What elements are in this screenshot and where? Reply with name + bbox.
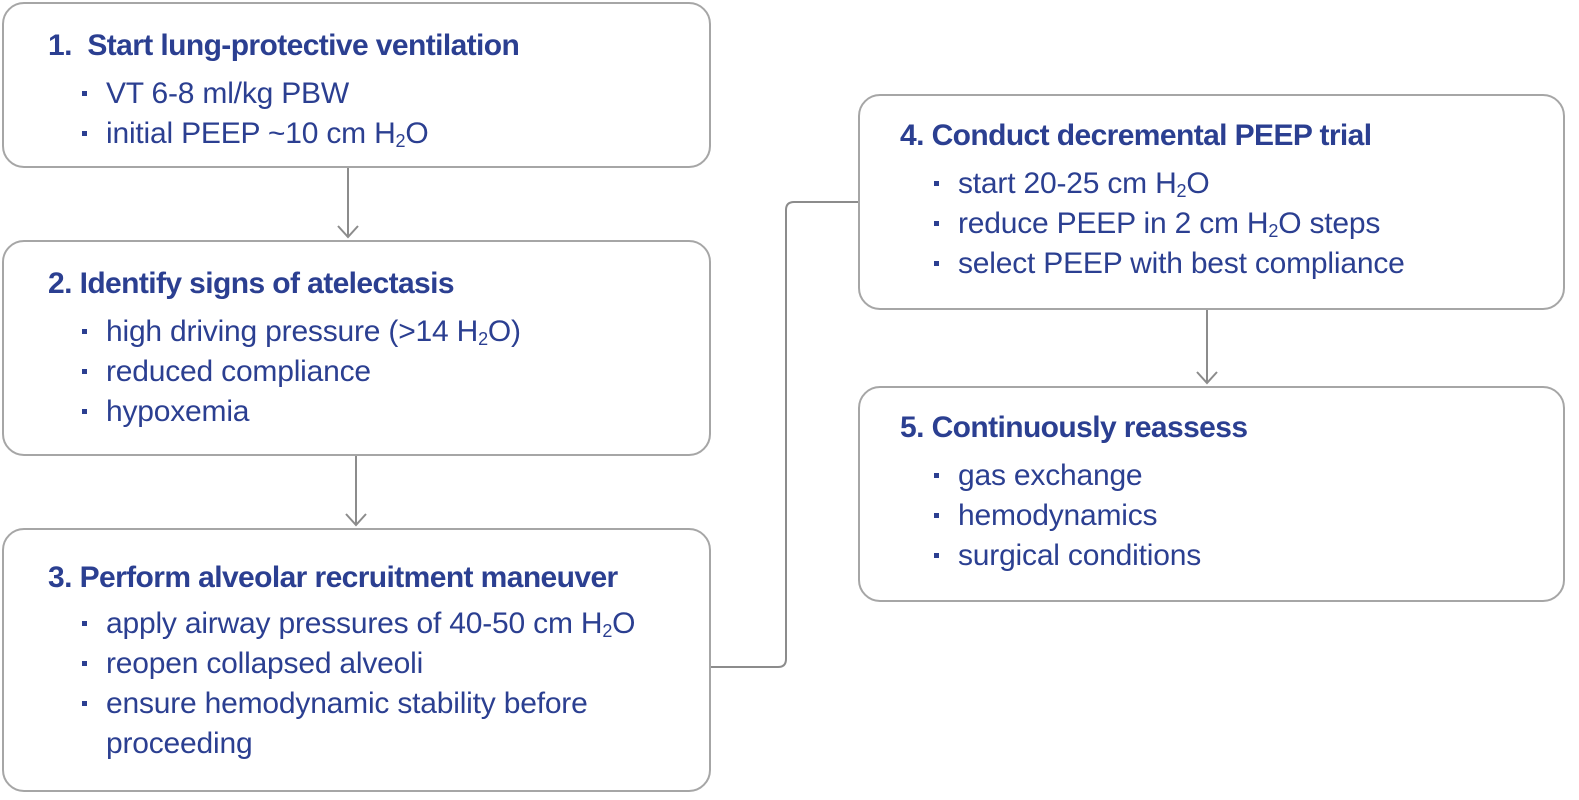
step-4-title: 4. Conduct decremental PEEP trial: [900, 119, 1372, 152]
list-item: select PEEP with best compliance: [900, 244, 1563, 284]
bullet-icon: [82, 701, 87, 706]
bullet-icon: [934, 181, 939, 186]
bullet-icon: [82, 409, 87, 414]
step-2-bullets: high driving pressure (>14 H2O) reduced …: [48, 312, 709, 432]
step-5-box: 5. Continuously reassess gas exchange he…: [858, 386, 1565, 602]
step-3-box: 3. Perform alveolar recruitment maneuver…: [2, 528, 711, 792]
bullet-icon: [934, 261, 939, 266]
list-item: reopen collapsed alveoli: [48, 644, 709, 684]
bullet-icon: [934, 473, 939, 478]
bullet-icon: [82, 131, 87, 136]
list-item: initial PEEP ~10 cm H2O: [48, 114, 709, 154]
list-item: surgical conditions: [900, 536, 1563, 576]
list-item: hemodynamics: [900, 496, 1563, 536]
bullet-icon: [82, 329, 87, 334]
list-item: hypoxemia: [48, 392, 709, 432]
arrowhead-4-to-5: [1196, 371, 1218, 385]
step-4-box: 4. Conduct decremental PEEP trial start …: [858, 94, 1565, 310]
step-2-box: 2. Identify signs of atelectasis high dr…: [2, 240, 711, 456]
list-item: high driving pressure (>14 H2O): [48, 312, 709, 352]
arrowhead-2-to-3: [345, 513, 367, 527]
step-3-bullets: apply airway pressures of 40-50 cm H2O r…: [48, 604, 709, 764]
bullet-icon: [934, 553, 939, 558]
bullet-icon: [934, 221, 939, 226]
bullet-icon: [82, 369, 87, 374]
bullet-icon: [934, 513, 939, 518]
list-item: ensure hemodynamic stability before proc…: [48, 684, 709, 764]
arrowhead-1-to-2: [337, 225, 359, 239]
bullet-icon: [82, 621, 87, 626]
step-1-box: 1. Start lung-protective ventilation VT …: [2, 2, 711, 168]
list-item: reduced compliance: [48, 352, 709, 392]
list-item: start 20-25 cm H2O: [900, 164, 1563, 204]
step-1-title: 1. Start lung-protective ventilation: [48, 29, 520, 62]
step-5-bullets: gas exchange hemodynamics surgical condi…: [900, 456, 1563, 576]
step-1-bullets: VT 6-8 ml/kg PBW initial PEEP ~10 cm H2O: [48, 74, 709, 154]
list-item: apply airway pressures of 40-50 cm H2O: [48, 604, 709, 644]
step-4-bullets: start 20-25 cm H2O reduce PEEP in 2 cm H…: [900, 164, 1563, 284]
connector-3-to-4: [711, 201, 858, 668]
bullet-icon: [82, 661, 87, 666]
bullet-icon: [82, 91, 87, 96]
list-item: reduce PEEP in 2 cm H2O steps: [900, 204, 1563, 244]
list-item: gas exchange: [900, 456, 1563, 496]
step-2-title: 2. Identify signs of atelectasis: [48, 267, 455, 300]
step-3-title: 3. Perform alveolar recruitment maneuver: [48, 561, 618, 594]
list-item: VT 6-8 ml/kg PBW: [48, 74, 709, 114]
step-5-title: 5. Continuously reassess: [900, 411, 1248, 444]
